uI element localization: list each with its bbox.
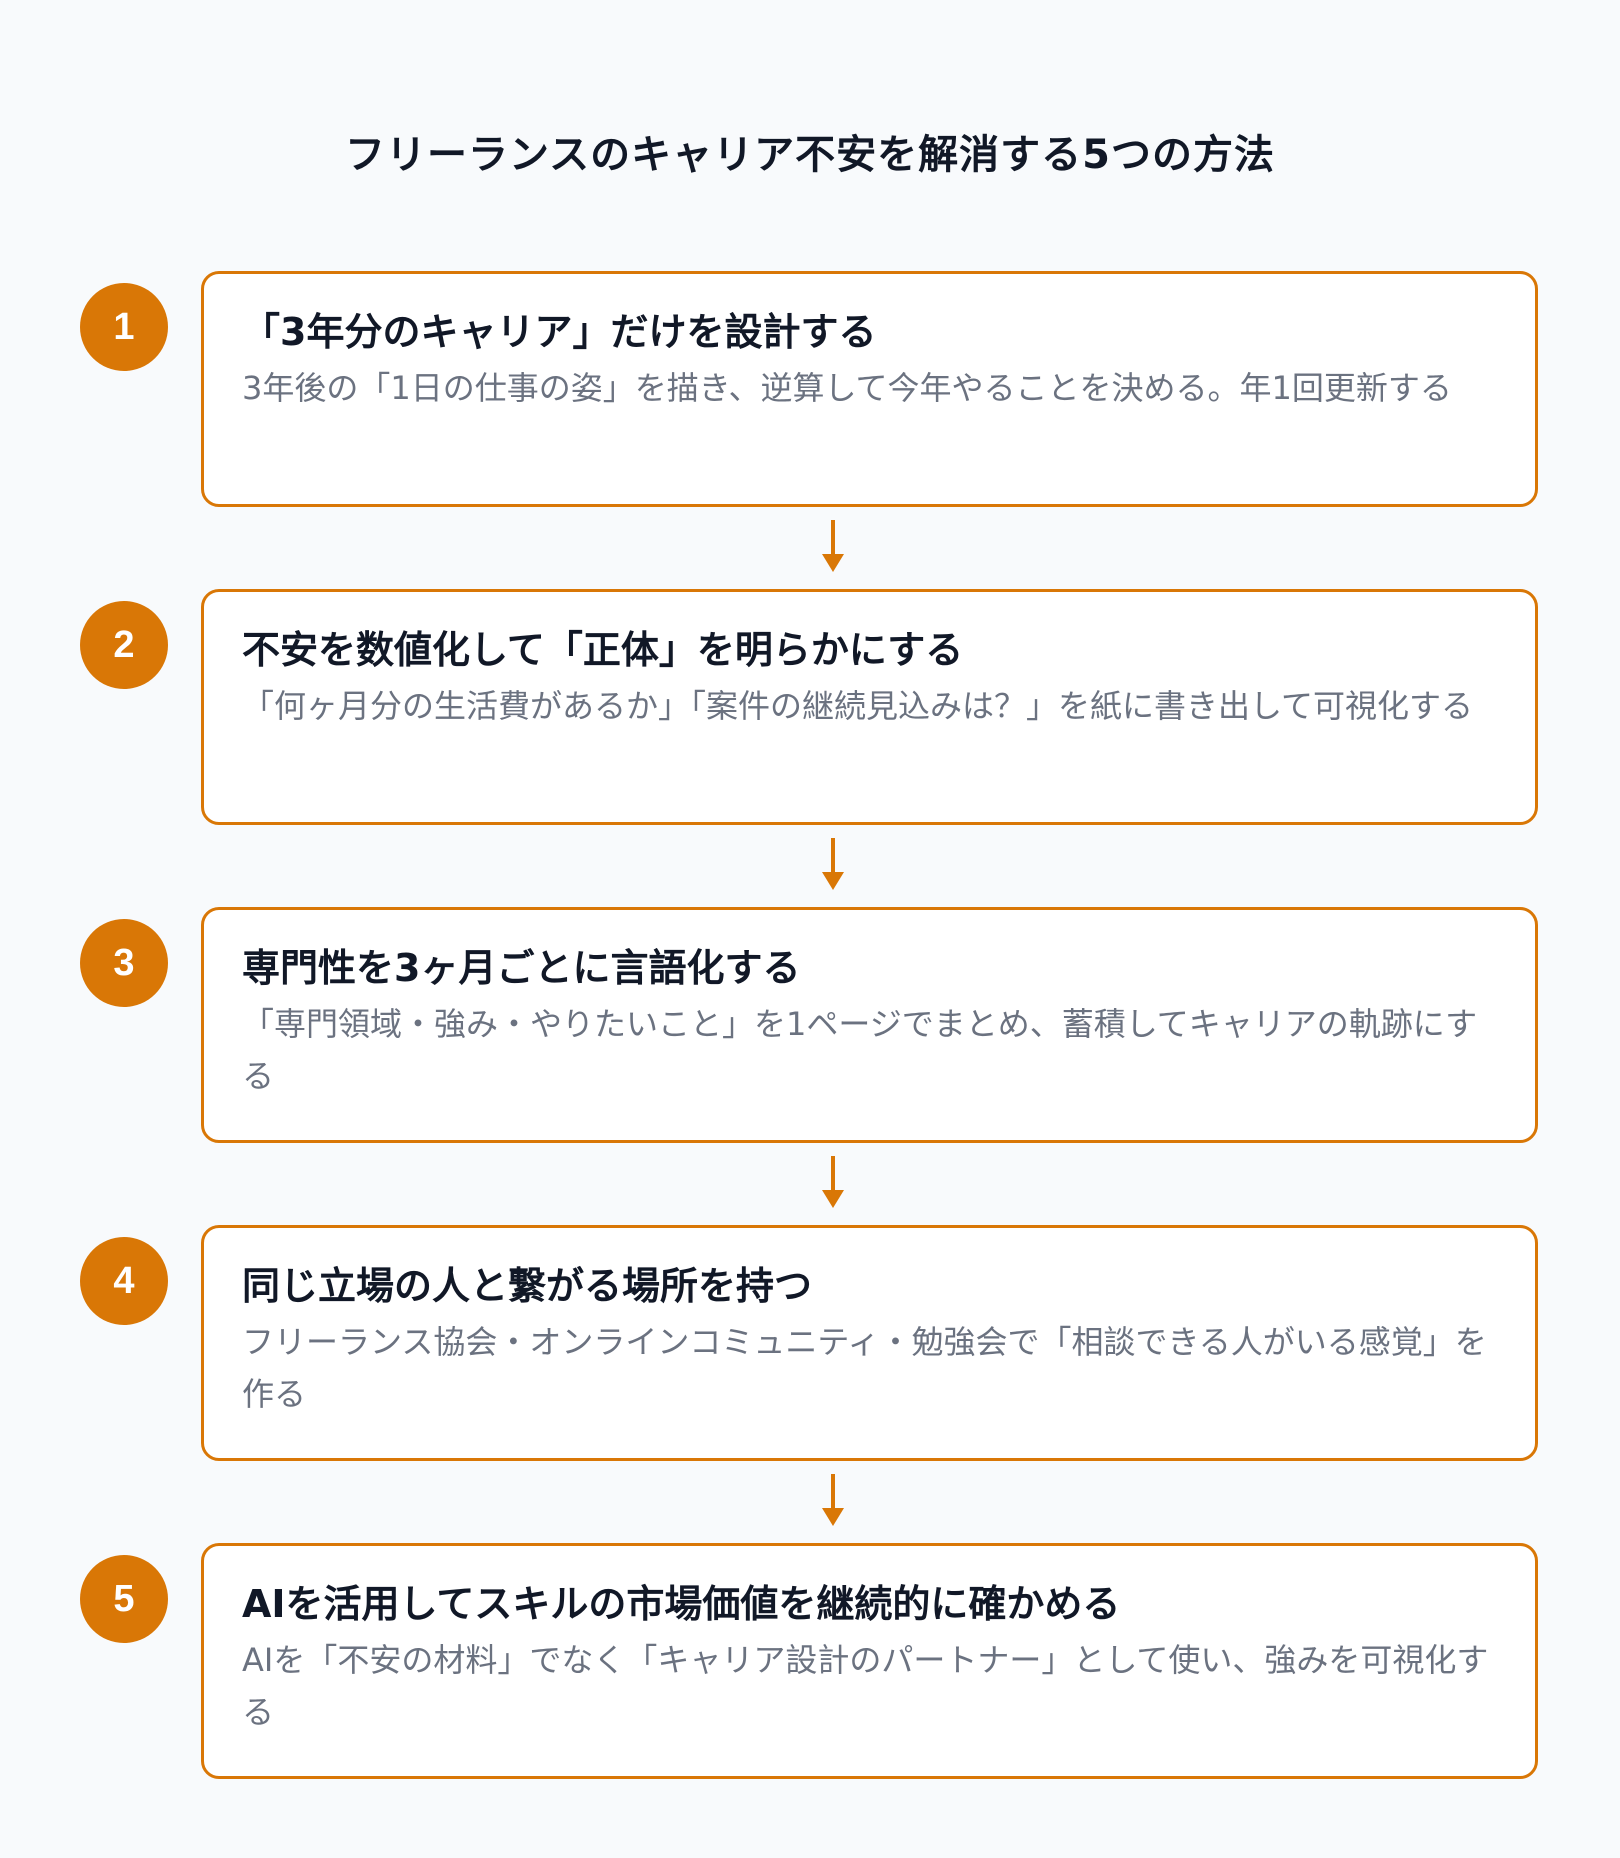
step-card: 「3年分のキャリア」だけを設計する 3年後の「1日の仕事の姿」を描き、逆算して今… — [201, 271, 1538, 507]
step-description: 3年後の「1日の仕事の姿」を描き、逆算して今年やることを決める。年1回更新する — [242, 369, 1452, 407]
step-2: 2 不安を数値化して「正体」を明らかにする 「何ヶ月分の生活費があるか」「案件の… — [0, 589, 1620, 825]
step-description: AIを「不安の材料」でなく「キャリア設計のパートナー」として使い、強みを可視化す… — [242, 1641, 1489, 1731]
step-number-badge: 5 — [80, 1555, 168, 1643]
step-title: 不安を数値化して「正体」を明らかにする — [242, 628, 964, 672]
arrow-down-icon — [822, 520, 844, 572]
step-title: AIを活用してスキルの市場価値を継続的に確かめる — [242, 1582, 1121, 1626]
step-number-badge: 4 — [80, 1237, 168, 1325]
step-number-badge: 1 — [80, 283, 168, 371]
step-4: 4 同じ立場の人と繋がる場所を持つ フリーランス協会・オンラインコミュニティ・勉… — [0, 1225, 1620, 1461]
arrow-down-icon — [822, 1156, 844, 1208]
step-description: 「何ヶ月分の生活費があるか」「案件の継続見込みは？」を紙に書き出して可視化する — [242, 687, 1474, 725]
step-number-badge: 2 — [80, 601, 168, 689]
step-title: 「3年分のキャリア」だけを設計する — [242, 310, 877, 354]
step-description: フリーランス協会・オンラインコミュニティ・勉強会で「相談できる人がいる感覚」を作… — [242, 1323, 1487, 1413]
step-title: 専門性を3ヶ月ごとに言語化する — [242, 946, 801, 990]
page-title: フリーランスのキャリア不安を解消する5つの方法 — [344, 132, 1276, 178]
step-card: 専門性を3ヶ月ごとに言語化する 「専門領域・強み・やりたいこと」を1ページでまと… — [201, 907, 1538, 1143]
step-card: 同じ立場の人と繋がる場所を持つ フリーランス協会・オンラインコミュニティ・勉強会… — [201, 1225, 1538, 1461]
step-3: 3 専門性を3ヶ月ごとに言語化する 「専門領域・強み・やりたいこと」を1ページで… — [0, 907, 1620, 1143]
step-title: 同じ立場の人と繋がる場所を持つ — [242, 1264, 813, 1308]
arrow-down-icon — [822, 1474, 844, 1526]
step-description: 「専門領域・強み・やりたいこと」を1ページでまとめ、蓄積してキャリアの軌跡にする — [242, 1005, 1478, 1095]
step-number-badge: 3 — [80, 919, 168, 1007]
arrow-down-icon — [822, 838, 844, 890]
step-card: AIを活用してスキルの市場価値を継続的に確かめる AIを「不安の材料」でなく「キ… — [201, 1543, 1538, 1779]
step-card: 不安を数値化して「正体」を明らかにする 「何ヶ月分の生活費があるか」「案件の継続… — [201, 589, 1538, 825]
step-5: 5 AIを活用してスキルの市場価値を継続的に確かめる AIを「不安の材料」でなく… — [0, 1543, 1620, 1779]
step-1: 1 「3年分のキャリア」だけを設計する 3年後の「1日の仕事の姿」を描き、逆算し… — [0, 271, 1620, 507]
